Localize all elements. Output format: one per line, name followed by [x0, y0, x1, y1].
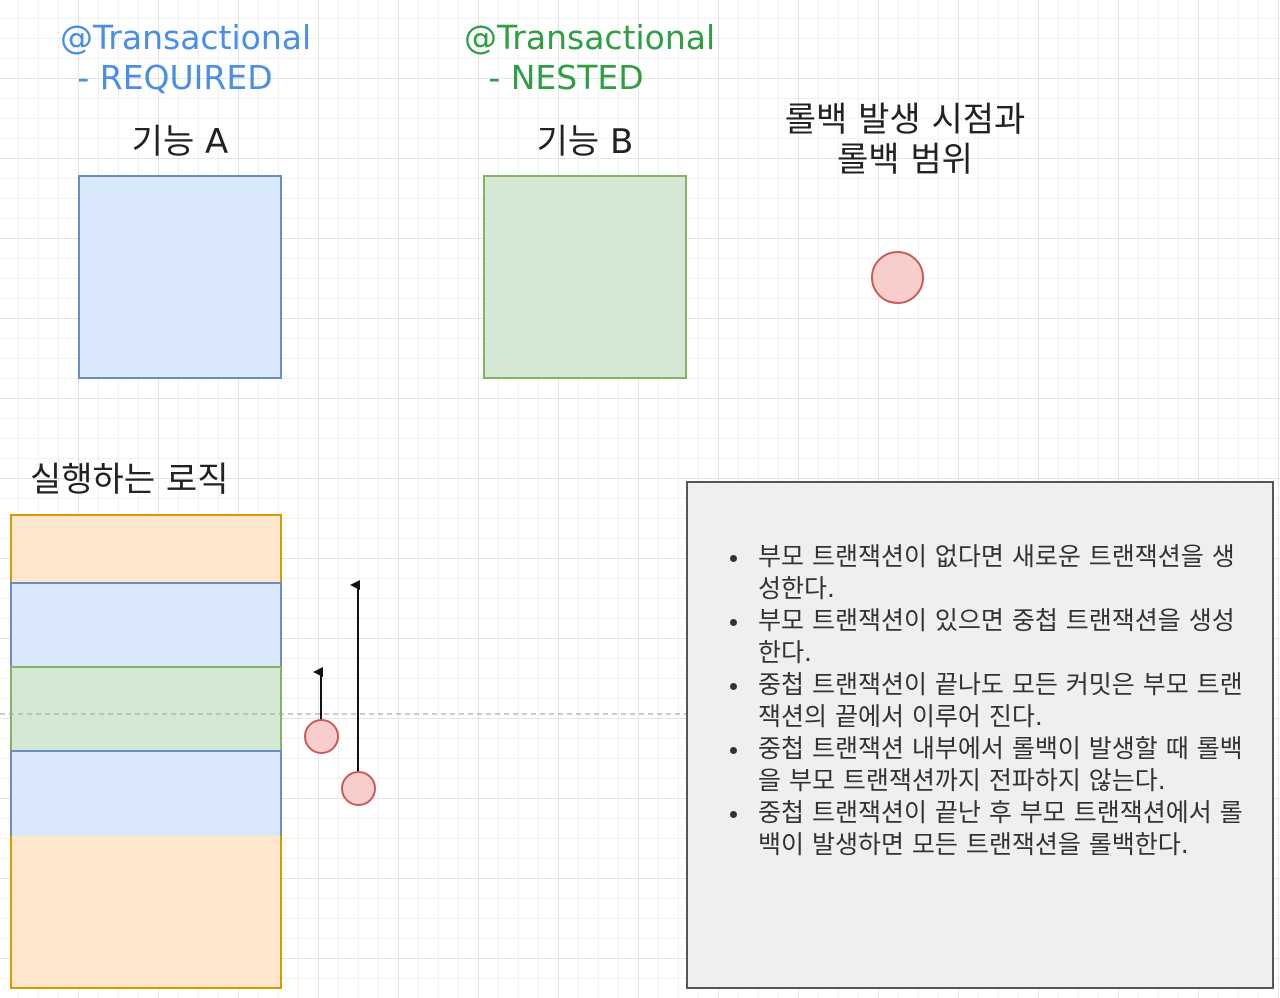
rollback-title: 롤백 발생 시점과 롤백 범위 — [760, 100, 1050, 180]
note-item-5: 중첩 트랜잭션이 끝난 후 부모 트랜잭션에서 롤백이 발생하면 모든 트랜잭션… — [726, 797, 1246, 861]
feature-b-box — [483, 175, 687, 379]
note-item-1: 부모 트랜잭션이 없다면 새로운 트랜잭션을 생성한다. — [726, 541, 1246, 605]
notes-list: 부모 트랜잭션이 없다면 새로운 트랜잭션을 생성한다. 부모 트랜잭션이 있으… — [726, 541, 1246, 861]
annotation-required: @Transactional - REQUIRED — [60, 18, 312, 98]
parent-rollback-circle — [341, 771, 376, 806]
note-item-2: 부모 트랜잭션이 있으면 중첩 트랜잭션을 생성한다. — [726, 605, 1246, 669]
nested-rollback-circle — [304, 719, 339, 754]
feature-b-label: 기능 B — [536, 122, 634, 162]
notes-panel: 부모 트랜잭션이 없다면 새로운 트랜잭션을 생성한다. 부모 트랜잭션이 있으… — [686, 481, 1274, 989]
rollback-title-line1: 롤백 발생 시점과 — [784, 100, 1026, 140]
rollback-point-legend-circle — [871, 251, 924, 304]
note-item-4: 중첩 트랜잭션 내부에서 롤백이 발생할 때 롤백을 부모 트랜잭션까지 전파하… — [726, 733, 1246, 797]
note-item-3: 중첩 트랜잭션이 끝나도 모든 커밋은 부모 트랜잭션의 끝에서 이루어 진다. — [726, 669, 1246, 733]
feature-a-label: 기능 A — [131, 122, 229, 162]
annotation-nested-line2: - NESTED — [488, 58, 644, 97]
feature-a-box — [78, 175, 282, 379]
annotation-required-line1: @Transactional — [60, 18, 312, 57]
annotation-required-line2: - REQUIRED — [77, 58, 273, 97]
stack-segment-outer-top — [10, 514, 282, 584]
rollback-title-line2: 롤백 범위 — [837, 140, 973, 180]
annotation-nested: @Transactional - NESTED — [464, 18, 716, 98]
stack-segment-outer-bottom — [10, 836, 282, 989]
logic-title: 실행하는 로직 — [30, 460, 229, 500]
annotation-nested-line1: @Transactional — [464, 18, 716, 57]
